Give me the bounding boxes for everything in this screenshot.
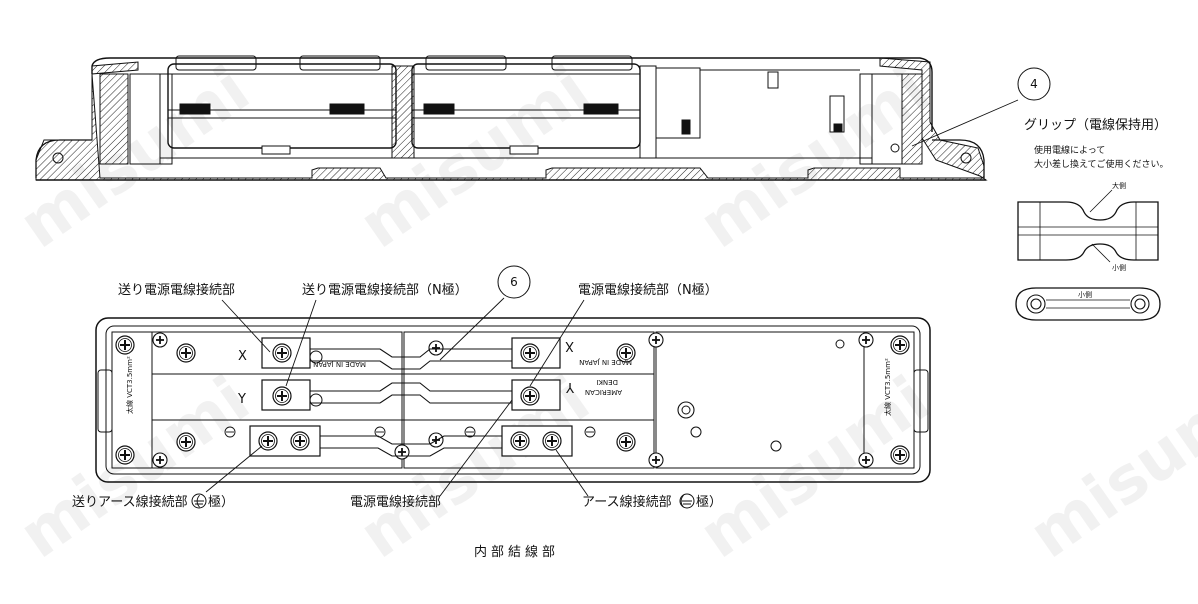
grip-small-side-label: 小側: [1112, 263, 1126, 272]
label-earth-end: 極）: [696, 494, 722, 510]
left-wall: [99, 73, 129, 165]
top-view-outline: [95, 317, 931, 483]
right-foot-hole: [960, 152, 972, 164]
label-power: 電源電線接続部: [350, 494, 441, 510]
earth-symbol-icon: [679, 493, 695, 509]
plate-brand-line1: AMERICAN: [585, 388, 622, 396]
grip-note-line2: 大小差し換えてご使用ください。: [1034, 158, 1169, 170]
contact-bar: [329, 103, 365, 115]
terminal-y-right-label: Y: [566, 379, 575, 394]
plate-brand-line2: DENKI: [596, 378, 618, 386]
callout-6: 6: [439, 265, 531, 361]
grip-detail: グリップ（電線保持用） 使用電線によって 大小差し換えてご使用ください。 大側 …: [1015, 117, 1169, 321]
plate-made-in-right: MADE IN JAPAN: [579, 358, 632, 366]
terminal-letters: X Y X Y MADE IN JAPAN MADE IN JAPAN DENK…: [125, 338, 892, 416]
right-foot: [932, 139, 985, 178]
plate-made-in-left: MADE IN JAPAN: [313, 360, 366, 368]
terminal-x-right-label: X: [565, 338, 574, 353]
caption-internal-wiring: 内部結線部: [474, 544, 559, 560]
terminal-x-left-label: X: [238, 349, 247, 364]
label-earth: アース線接続部（: [582, 494, 685, 510]
callout-number: 4: [1030, 77, 1038, 91]
right-wall: [901, 73, 923, 165]
left-foot: [35, 139, 92, 178]
label-send-earth-end: 極）: [208, 494, 234, 510]
base-section-hatch: [35, 57, 988, 181]
watermark: misumi: [1017, 363, 1198, 573]
contact-bar: [583, 103, 619, 115]
grip-title: グリップ（電線保持用）: [1024, 117, 1167, 133]
label-send-power: 送り電源電線接続部: [118, 282, 235, 298]
callout-number: 6: [510, 275, 518, 289]
earth-symbol-icon: [191, 493, 207, 509]
cable-spec-left: 太線 VCT3.5mm²: [125, 356, 134, 414]
left-foot-hole: [52, 152, 64, 164]
grip-top-view: [1017, 201, 1159, 261]
top-view: [95, 317, 931, 483]
grip-large-side-label: 大側: [1112, 181, 1126, 190]
cover-outline: [91, 57, 933, 132]
contact-bar: [423, 103, 455, 115]
side-section-view: [35, 55, 988, 181]
callout-4: 4: [911, 67, 1051, 147]
wiring-labels: 送り電源電線接続部 送り電源電線接続部（N極） 電源電線接続部（N極） 送りアー…: [72, 282, 722, 560]
grip-note-line1: 使用電線によって: [1034, 144, 1105, 156]
grip-side-small-label: 小側: [1078, 290, 1092, 299]
terminal-y-left-label: Y: [237, 392, 246, 407]
label-power-n: 電源電線接続部（N極）: [578, 282, 718, 298]
cable-spec-right: 太線 VCT3.5mm²: [883, 358, 892, 416]
contact-bar: [179, 103, 211, 115]
grip-side-view: [1015, 287, 1161, 321]
label-send-power-n: 送り電源電線接続部（N極）: [302, 282, 468, 298]
label-send-earth: 送りアース線接続部（: [72, 494, 201, 510]
